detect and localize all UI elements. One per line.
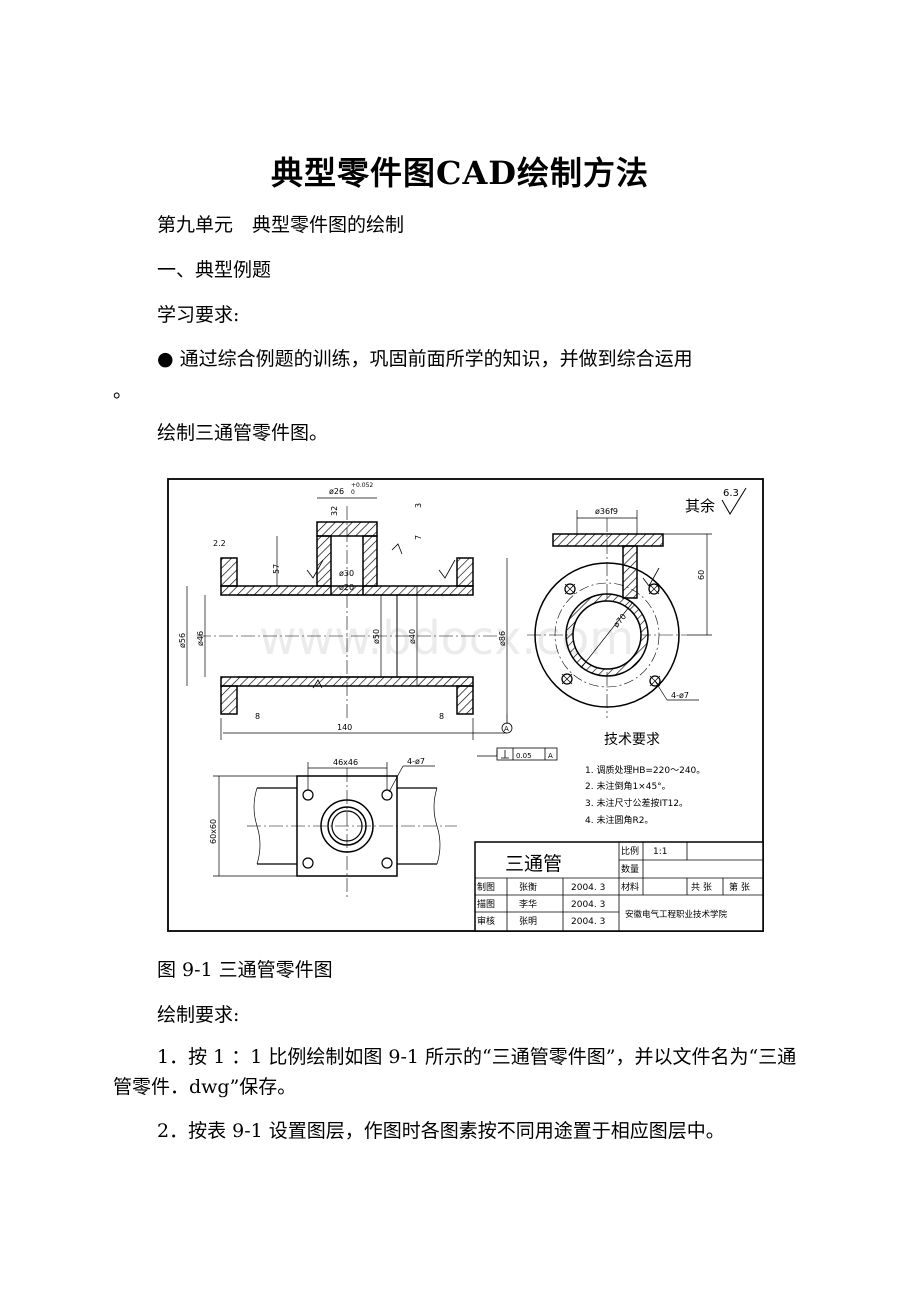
front-section-view: ø26 +0.052 0 32 3 7 2.2 57 ø30 ø20 ø56 ø… xyxy=(178,482,558,761)
drawing-border xyxy=(167,478,764,932)
tech-req-1: 1. 调质处理HB=220～240。 xyxy=(585,764,705,776)
task-sentence: 绘制三通管零件图。 xyxy=(157,422,329,444)
top-view: 46x46 4-ø7 60x60 xyxy=(209,757,457,898)
dim-holes-top: 4-ø7 xyxy=(407,757,425,766)
dim-2-2: 2.2 xyxy=(213,539,226,548)
section-heading: 一、典型例题 xyxy=(157,259,272,281)
part-drawing-figure: ø26 +0.052 0 32 3 7 2.2 57 ø30 ø20 ø56 ø… xyxy=(167,478,764,932)
learning-requirements-label: 学习要求: xyxy=(157,304,240,326)
dim-holes-side: 4-ø7 xyxy=(671,691,689,700)
datum-a: A xyxy=(504,725,509,733)
dim-8-right: 8 xyxy=(439,712,444,721)
dim-60x60: 60x60 xyxy=(209,819,218,844)
dim-60-side: 60 xyxy=(697,570,706,580)
dim-57: 57 xyxy=(272,564,281,574)
name-tracer: 李华 xyxy=(519,898,537,910)
tech-req-3: 3. 未注尺寸公差按IT12。 xyxy=(585,797,688,809)
tech-req-2: 2. 未注倒角1×45°。 xyxy=(585,780,671,792)
date-drafter: 2004. 3 xyxy=(571,883,605,893)
dim-7: 7 xyxy=(414,535,423,540)
role-tracer: 描图 xyxy=(477,898,495,910)
scale-label: 比例 xyxy=(621,845,639,857)
school-name: 安徽电气工程职业技术学院 xyxy=(625,909,728,920)
name-checker: 张明 xyxy=(519,916,537,927)
learning-requirement-item: ● 通过综合例题的训练，巩固前面所学的知识，并做到综合运用 xyxy=(157,348,693,370)
sheet-number: 第 张 xyxy=(729,881,750,893)
svg-text:6.3: 6.3 xyxy=(723,488,739,499)
dim-50: ø50 xyxy=(372,629,381,644)
tech-req-4: 4. 未注圆角R2。 xyxy=(585,814,653,826)
dim-fit: ø36f9 xyxy=(595,507,618,516)
material-label: 材料 xyxy=(621,881,639,893)
dim-40: ø40 xyxy=(408,629,417,644)
dim-top-flange: ø26 xyxy=(329,487,344,496)
part-name: 三通管 xyxy=(505,853,562,875)
tech-req-title: 技术要求 xyxy=(604,732,660,748)
dim-top-tol-upper: +0.052 xyxy=(351,482,373,489)
quantity-label: 数量 xyxy=(621,863,639,875)
requirements-heading: 绘制要求: xyxy=(157,1004,240,1026)
watermark: www.bdocx.com xyxy=(259,611,634,665)
side-view: ø36f9 60 ø70 4-ø7 xyxy=(527,507,712,718)
dim-46: ø46 xyxy=(196,631,205,646)
document-title: 典型零件图CAD绘制方法 xyxy=(270,154,650,192)
name-drafter: 张衡 xyxy=(519,881,537,893)
dim-3: 3 xyxy=(414,503,423,508)
roughness-note: 其余 6.3 xyxy=(685,487,747,515)
dim-8-left: 8 xyxy=(255,712,260,721)
date-checker: 2004. 3 xyxy=(571,917,605,927)
date-tracer: 2004. 3 xyxy=(571,900,605,910)
requirement-item-2: 2．按表 9-1 设置图层，作图时各图素按不同用途置于相应图层中。 xyxy=(157,1120,725,1142)
svg-text:其余: 其余 xyxy=(685,497,715,515)
tolerance-datum: A xyxy=(548,752,553,760)
dim-56: ø56 xyxy=(178,633,187,648)
requirement-item-1: 1．按 1 ：1 比例绘制如图 9-1 所示的“三通管零件图”，并以文件名为“三… xyxy=(113,1046,797,1098)
role-drafter: 制图 xyxy=(477,881,495,893)
wrapped-period: 。 xyxy=(113,380,133,402)
dim-20: ø20 xyxy=(339,583,354,592)
tolerance-value: 0.05 xyxy=(516,752,532,760)
dim-30: ø30 xyxy=(339,569,354,578)
dim-86: ø86 xyxy=(498,631,507,646)
dim-square: 46x46 xyxy=(333,758,358,767)
sheets-total: 共 张 xyxy=(691,882,712,893)
dim-top-tol-lower: 0 xyxy=(351,489,355,496)
scale-value: 1:1 xyxy=(653,847,667,857)
dim-140: 140 xyxy=(337,723,352,732)
role-checker: 审核 xyxy=(477,915,495,927)
dim-32: 32 xyxy=(330,506,339,516)
technical-requirements: 技术要求 1. 调质处理HB=220～240。 2. 未注倒角1×45°。 3.… xyxy=(585,732,705,826)
figure-caption: 图 9-1 三通管零件图 xyxy=(157,959,333,981)
title-block: 三通管 比例 1:1 数量 材料 共 张 第 张 制图 张衡 2004. 3 描… xyxy=(474,841,764,932)
unit-heading: 第九单元 典型零件图的绘制 xyxy=(157,214,405,236)
